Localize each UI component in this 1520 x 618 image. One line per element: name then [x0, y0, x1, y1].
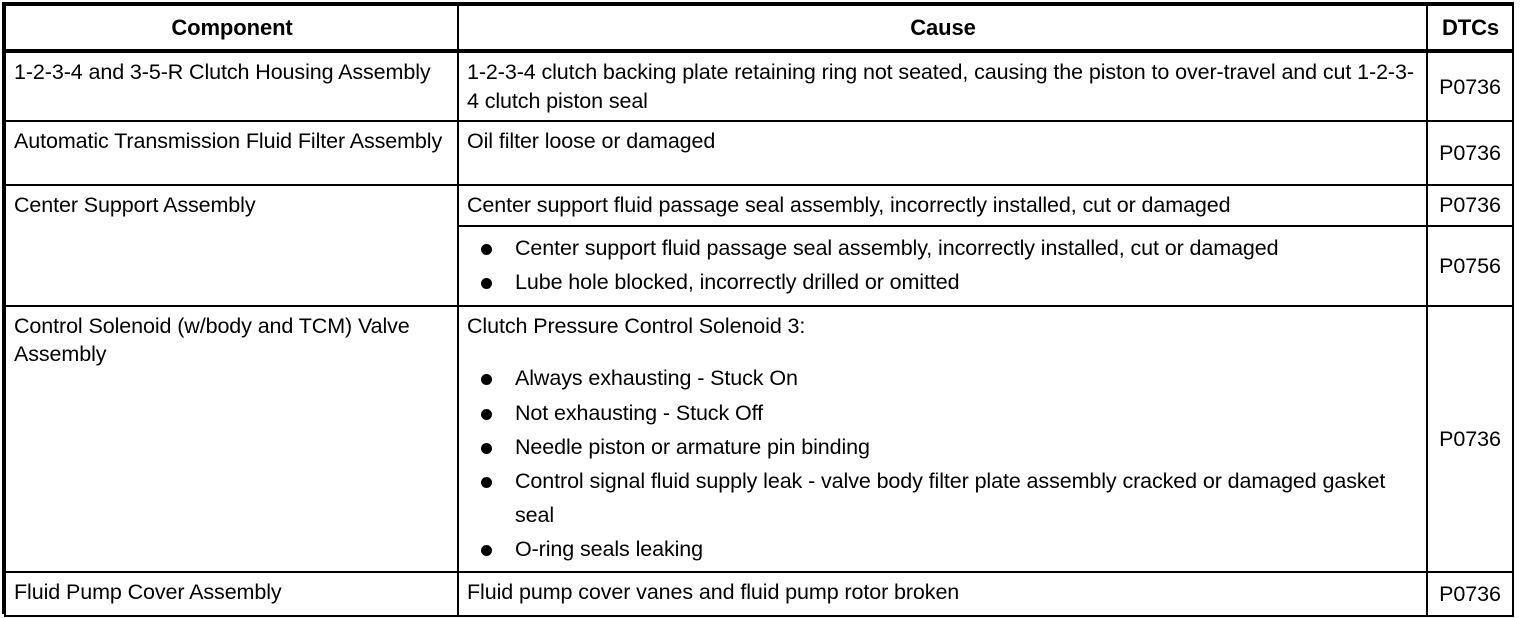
bullet-icon	[481, 544, 492, 556]
cell-cause: 1-2-3-4 clutch backing plate retaining r…	[457, 50, 1428, 123]
cell-dtcs: P0736	[1426, 571, 1514, 618]
cause-bullet-list: Center support fluid passage seal assemb…	[467, 232, 1419, 300]
list-item-label: Always exhausting - Stuck On	[515, 366, 798, 391]
list-item: Needle piston or armature pin binding	[467, 431, 1419, 464]
list-item: Not exhausting - Stuck Off	[467, 397, 1419, 430]
cell-component: Control Solenoid (w/body and TCM) Valve …	[4, 304, 459, 574]
list-item-label: Needle piston or armature pin binding	[515, 434, 870, 459]
list-item: Center support fluid passage seal assemb…	[467, 232, 1419, 265]
list-item-label: O-ring seals leaking	[515, 536, 704, 561]
bullet-icon	[481, 374, 492, 386]
table-body: 1-2-3-4 and 3-5-R Clutch Housing Assembl…	[4, 50, 1514, 618]
list-item: O-ring seals leaking	[467, 533, 1419, 566]
table-row: Control Solenoid (w/body and TCM) Valve …	[4, 304, 1514, 574]
cell-component: Automatic Transmission Fluid Filter Asse…	[4, 120, 459, 187]
table-row: Center support fluid passage seal assemb…	[5, 225, 1514, 307]
bullet-icon	[481, 442, 492, 454]
column-header-component: Component	[4, 3, 459, 54]
table-row: Automatic Transmission Fluid Filter Asse…	[4, 120, 1514, 187]
list-item-label: Lube hole blocked, incorrectly drilled o…	[515, 270, 960, 295]
list-item: Always exhausting - Stuck On	[467, 362, 1419, 395]
cell-dtcs: P0736	[1426, 184, 1514, 228]
table-row: Fluid Pump Cover Assembly Fluid pump cov…	[4, 571, 1514, 618]
column-header-cause: Cause	[457, 3, 1428, 54]
list-item-label: Control signal fluid supply leak - valve…	[515, 469, 1386, 527]
cell-cause: Oil filter loose or damaged	[457, 120, 1428, 187]
cause-bullet-list: Always exhausting - Stuck On Not exhaust…	[467, 362, 1419, 566]
cell-cause: Center support fluid passage seal assemb…	[457, 225, 1428, 307]
cell-cause: Center support fluid passage seal assemb…	[457, 184, 1428, 228]
table-row: 1-2-3-4 and 3-5-R Clutch Housing Assembl…	[4, 50, 1514, 123]
list-item-label: Center support fluid passage seal assemb…	[515, 236, 1279, 261]
cell-dtcs: P0736	[1426, 304, 1514, 574]
table-header: Component Cause DTCs	[4, 3, 1514, 54]
column-header-dtcs: DTCs	[1426, 3, 1514, 54]
cell-dtcs: P0756	[1426, 225, 1514, 307]
cell-cause: Fluid pump cover vanes and fluid pump ro…	[457, 571, 1428, 618]
bullet-icon	[481, 244, 492, 256]
list-item: Control signal fluid supply leak - valve…	[467, 465, 1419, 532]
cell-component: Center Support Assembly	[4, 184, 459, 307]
cell-component: Fluid Pump Cover Assembly	[4, 571, 459, 618]
list-item: Lube hole blocked, incorrectly drilled o…	[467, 266, 1419, 299]
cell-dtcs: P0736	[1426, 120, 1514, 187]
cell-cause: Clutch Pressure Control Solenoid 3: Alwa…	[457, 304, 1428, 574]
bullet-icon	[481, 278, 492, 290]
table-row: Center Support Assembly Center support f…	[4, 184, 1514, 307]
bullet-icon	[481, 408, 492, 420]
cell-dtcs: P0736	[1426, 50, 1514, 123]
bullet-icon	[481, 477, 492, 489]
table-header-row: Component Cause DTCs	[4, 3, 1514, 54]
cause-lead-text: Clutch Pressure Control Solenoid 3:	[467, 313, 806, 338]
dtc-diagnostic-table: Component Cause DTCs 1-2-3-4 and 3-5-R C…	[4, 3, 1514, 618]
list-item-label: Not exhausting - Stuck Off	[515, 400, 763, 425]
cell-component: 1-2-3-4 and 3-5-R Clutch Housing Assembl…	[4, 50, 459, 123]
